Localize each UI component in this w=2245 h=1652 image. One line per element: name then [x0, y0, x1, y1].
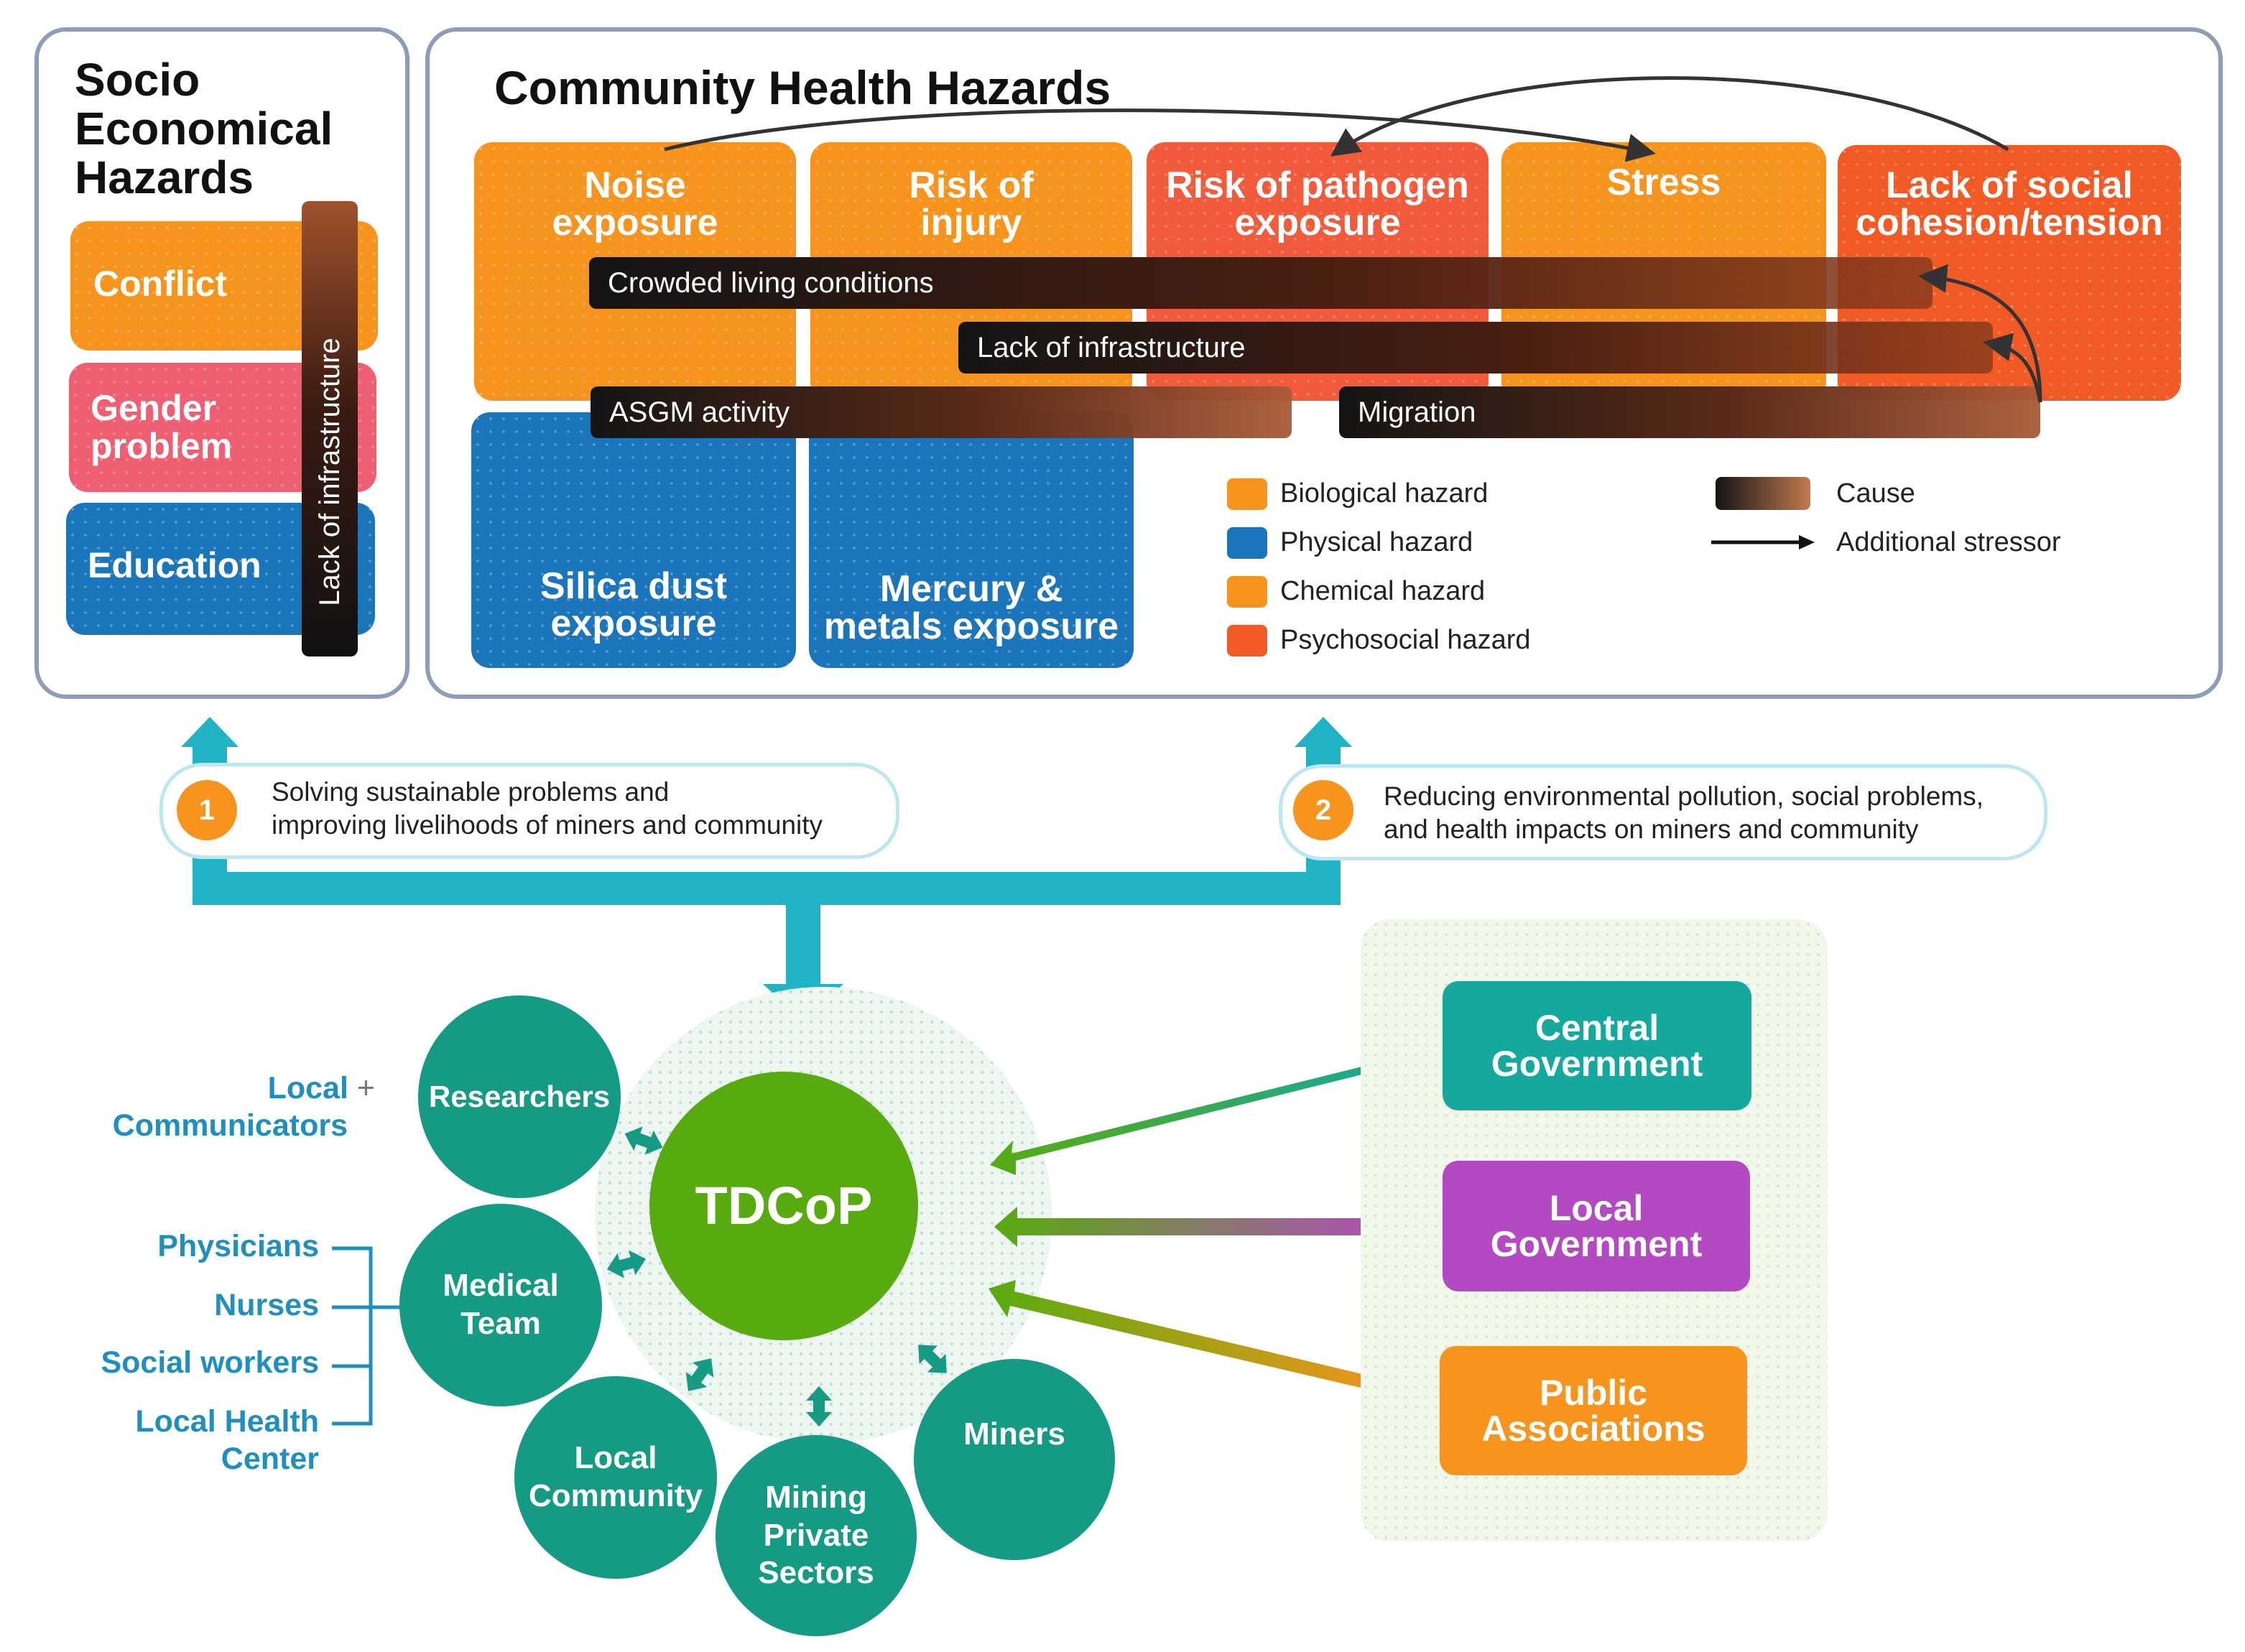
miners-circle: Miners: [914, 1359, 1115, 1560]
infrastructure-bar: [302, 201, 358, 656]
legend-psychosocial-label: Psychosocial hazard: [1280, 625, 1531, 655]
goal-2-badge: 2: [1293, 780, 1353, 840]
goal-2-text: Reducing environmental pollution, social…: [1384, 781, 1984, 845]
connector-bar: [193, 872, 1341, 905]
researchers-circle: Researchers: [418, 996, 621, 1198]
physicians-label: Physicians: [157, 1229, 319, 1263]
medical-roles-bracket: [332, 1246, 402, 1426]
stressor-migration-to-infrastructure: [1983, 333, 2042, 403]
cause-crowded-living: Crowded living conditions: [589, 257, 1932, 309]
education-label: Education: [88, 545, 261, 585]
legend-physical-swatch: [1227, 527, 1267, 559]
medical-team-circle: Medical Team: [399, 1204, 602, 1406]
goal-1-box: [159, 763, 899, 859]
local-community-circle: Local Community: [514, 1376, 717, 1579]
local-health-center-label: Local Health Center: [135, 1404, 319, 1476]
mining-private-sectors-circle: Mining Private Sectors: [716, 1435, 917, 1636]
arrow-tdcop-local: [994, 1207, 1410, 1247]
social-cohesion-label: Lack of social cohesion/tension: [1856, 164, 2163, 243]
cause-lack-infrastructure: Lack of infrastructure: [958, 322, 1993, 373]
arrow-tdcop-public: [989, 1280, 1408, 1405]
mercury-box: [809, 412, 1134, 668]
legend-psychosocial-swatch: [1227, 625, 1267, 656]
socio-title: Socio Economical Hazards: [75, 54, 333, 203]
silica-label: Silica dust exposure: [540, 565, 728, 644]
mercury-label: Mercury & metals exposure: [823, 568, 1119, 647]
stressor-migration-to-crowded: [1918, 264, 2042, 403]
pathogen-label: Risk of pathogen exposure: [1166, 164, 1469, 243]
legend-cause-label: Cause: [1836, 478, 1915, 509]
community-title: Community Health Hazards: [494, 61, 1111, 114]
stressor-noise-to-stress: [664, 108, 1656, 162]
goal-2-box: [1279, 764, 2047, 860]
silica-box: [471, 412, 796, 668]
stressor-social-to-pathogen: [1330, 76, 2009, 157]
legend-chemical-label: Chemical hazard: [1280, 576, 1486, 606]
legend-biological-swatch: [1227, 478, 1267, 510]
arrow-mining: [806, 1386, 832, 1426]
nurses-label: Nurses: [214, 1288, 319, 1322]
legend-chemical-swatch: [1227, 576, 1267, 608]
conflict-label: Conflict: [93, 264, 228, 304]
cause-asgm-activity: ASGM activity: [591, 386, 1292, 438]
social-workers-label: Social workers: [101, 1345, 319, 1380]
stressor-arrows: [664, 76, 2042, 403]
stress-label: Stress: [1606, 162, 1721, 203]
arrow-community: [685, 1358, 714, 1391]
gender-problem-label: Gender problem: [91, 388, 233, 466]
cause-migration: Migration: [1339, 386, 2040, 438]
injury-label: Risk of injury: [909, 164, 1034, 243]
local-government-box: Local Government: [1443, 1161, 1750, 1291]
arrow-medical: [606, 1250, 647, 1279]
legend-biological-label: Biological hazard: [1280, 478, 1489, 509]
legend-physical-label: Physical hazard: [1280, 527, 1473, 557]
noise-label: Noise exposure: [552, 164, 718, 243]
goal-1-badge: 1: [177, 780, 237, 840]
legend-stressor-arrow: [1711, 535, 1815, 549]
arrow-tdcop-central: [990, 1040, 1410, 1175]
public-associations-box: Public Associations: [1440, 1346, 1747, 1475]
legend-stressor-label: Additional stressor: [1836, 527, 2061, 557]
local-communicators-label: Local + Communicators: [112, 1071, 375, 1143]
arrow-miners: [918, 1345, 947, 1373]
arrow-researchers: [624, 1126, 663, 1155]
legend-cause-swatch: [1716, 477, 1810, 510]
central-government-box: Central Government: [1443, 981, 1751, 1110]
goal-1-text: Solving sustainable problems and improvi…: [272, 777, 823, 840]
tdcop-center: TDCoP: [649, 1072, 918, 1340]
